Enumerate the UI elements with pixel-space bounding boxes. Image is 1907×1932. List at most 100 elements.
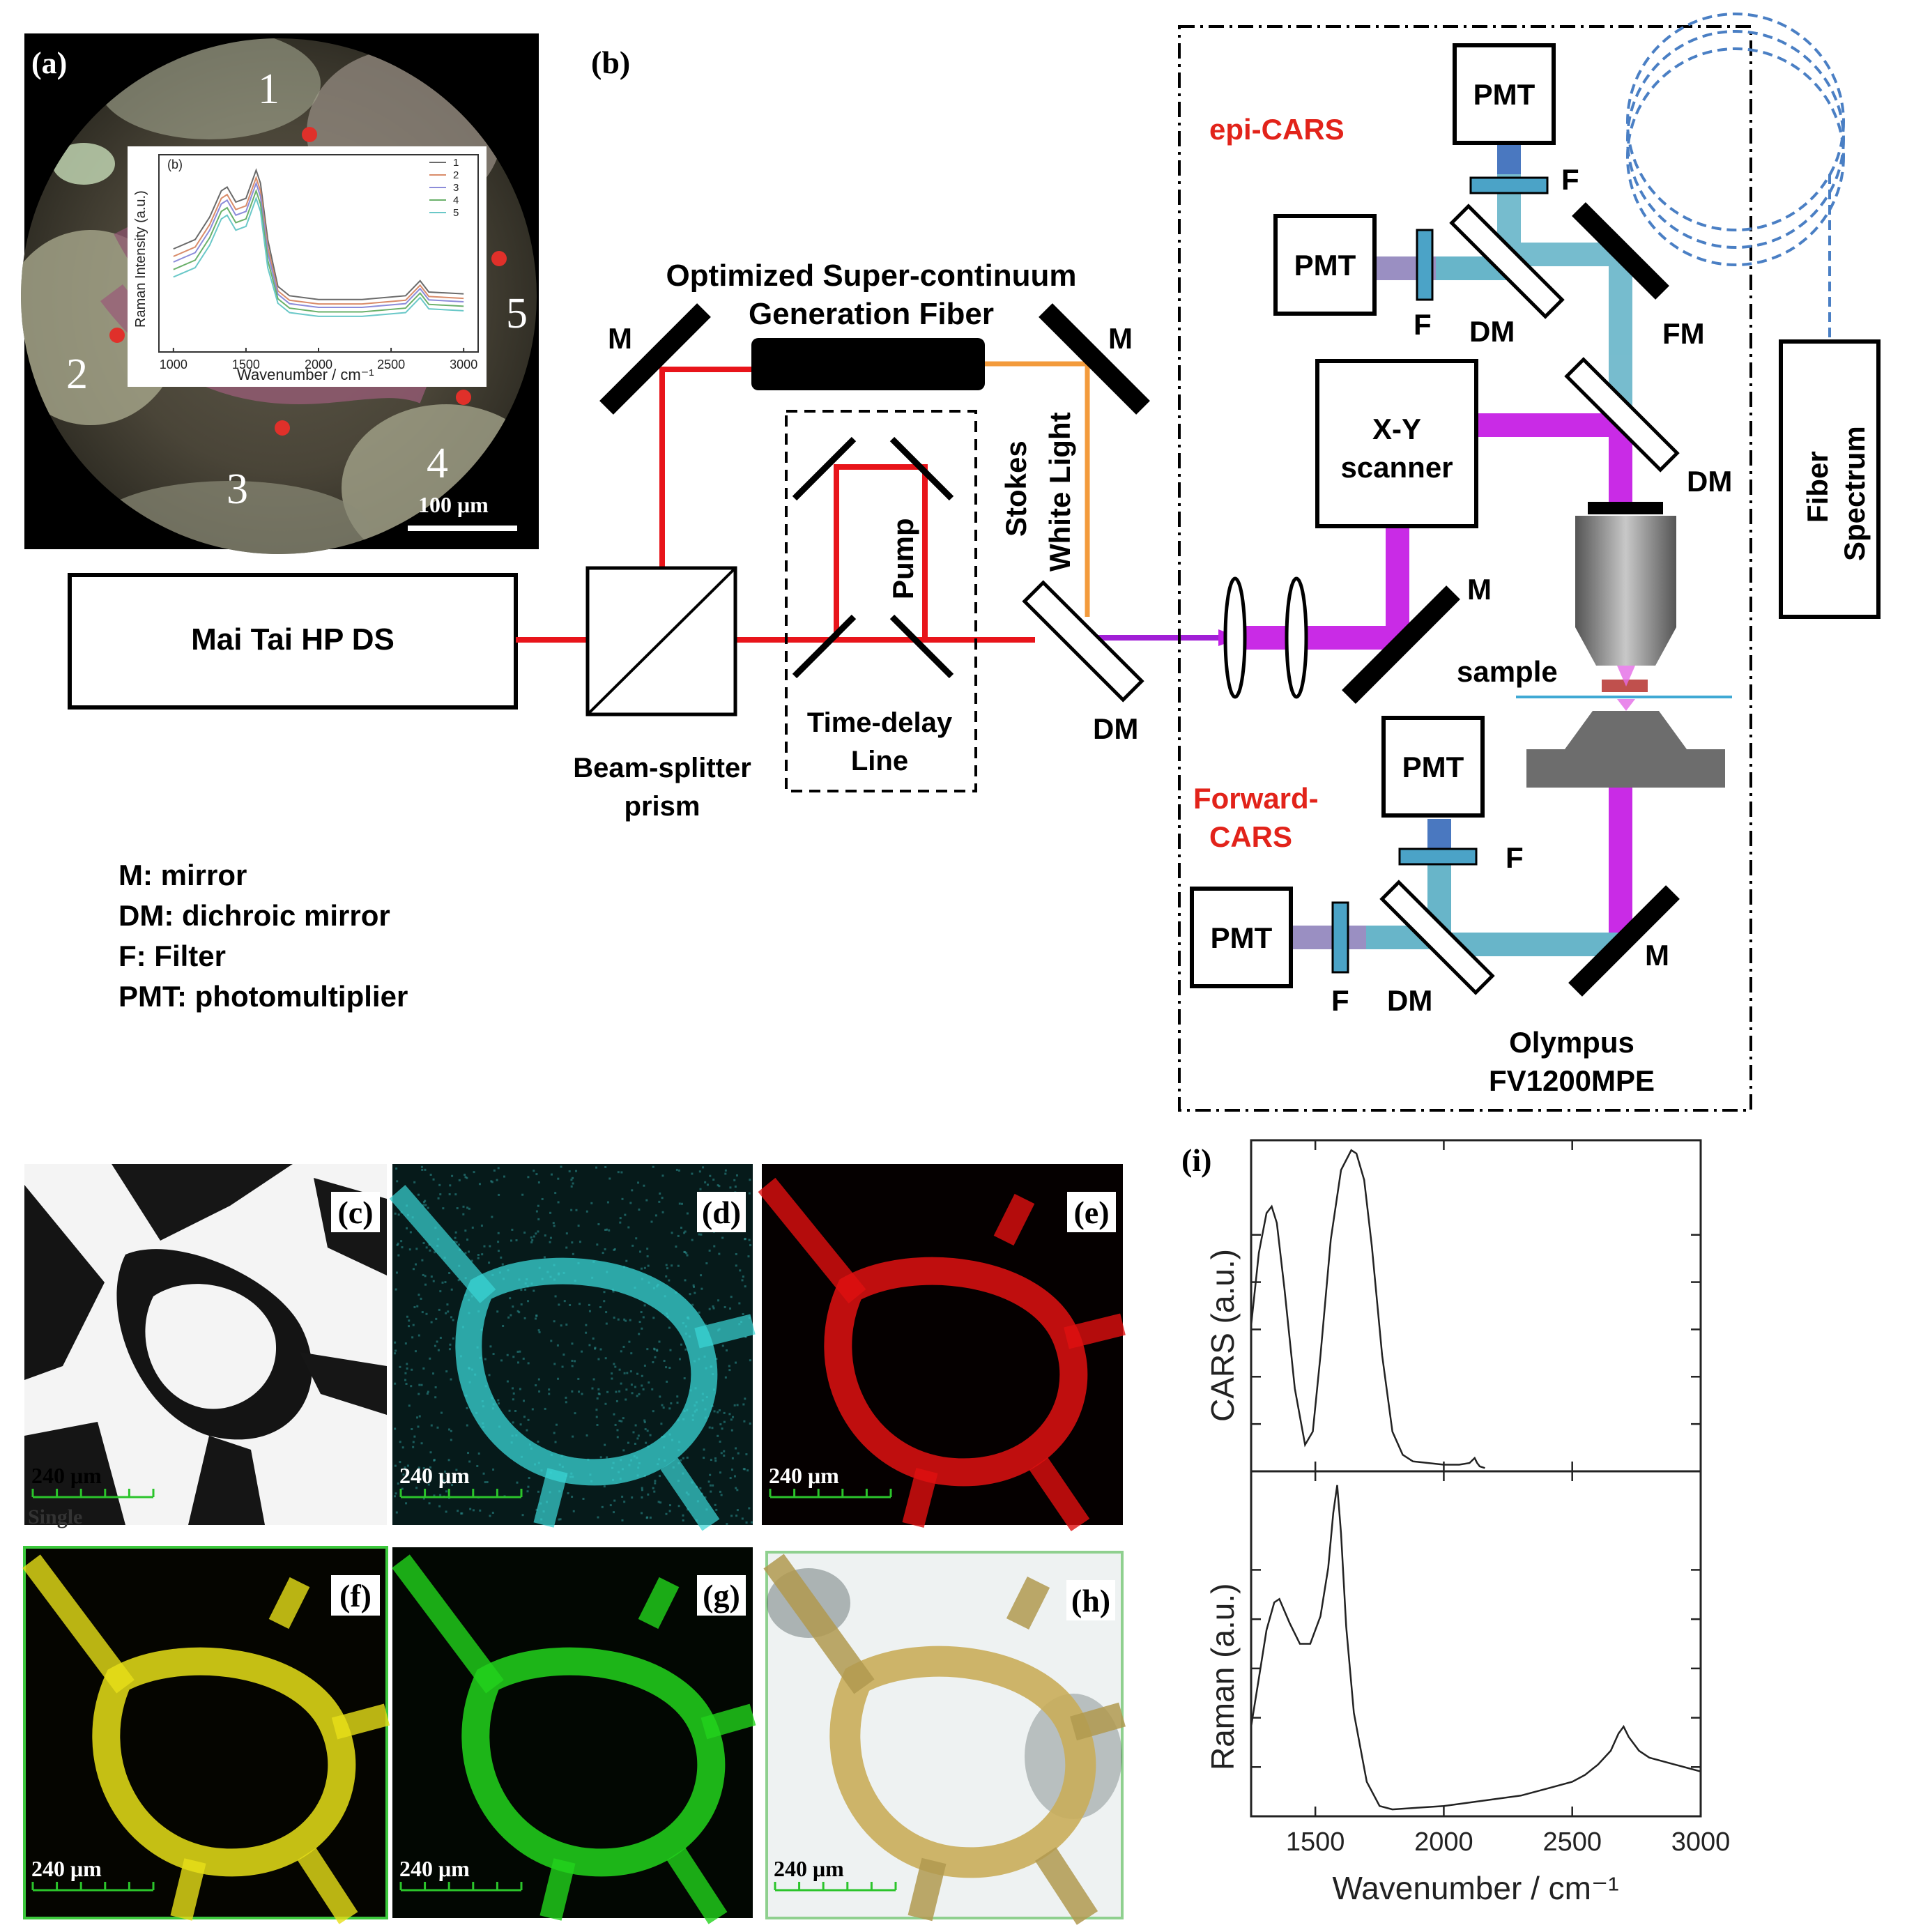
- image-scale-label: 240 μm: [399, 1463, 470, 1488]
- filter-label: F: [1561, 163, 1579, 196]
- pmt-box: [1190, 887, 1293, 988]
- image-label-box: [697, 1575, 746, 1616]
- inset-series-5: [173, 196, 464, 317]
- pmt-label: PMT: [1473, 78, 1535, 111]
- inset-chart: (b) Raman Intensity (a.u.) Wavenumber / …: [128, 146, 487, 387]
- pmt-label: PMT: [1294, 249, 1356, 282]
- inset-label: (b): [167, 158, 183, 171]
- image-e-red: [758, 1164, 1126, 1532]
- forward-cars-label-line1: Forward-: [1193, 782, 1319, 815]
- fiber-spectrum-line1: Fiber: [1801, 451, 1834, 523]
- image-label-box: [331, 1575, 380, 1616]
- mirror-m: [1342, 585, 1460, 704]
- pmt-label: PMT: [1211, 921, 1273, 954]
- legend-line-m: M: mirror: [118, 859, 247, 891]
- epi-cars-label: epi-CARS: [1209, 113, 1345, 146]
- xy-scanner: [1315, 359, 1478, 528]
- dm-label: DM: [1387, 984, 1432, 1017]
- pmt-label: PMT: [1402, 751, 1464, 783]
- cars-axes: [1250, 1139, 1702, 1473]
- inset-legend-label: 4: [453, 194, 459, 206]
- inset-legend-label: 2: [453, 169, 459, 181]
- image-scale-label: 240 μm: [399, 1856, 470, 1881]
- inset-series-3: [173, 181, 464, 309]
- fiber-title-line2: Generation Fiber: [749, 297, 994, 331]
- delay-label-line2: Line: [851, 746, 908, 776]
- inset-series-1: [173, 168, 464, 300]
- inset-xtick-label: 2500: [377, 358, 405, 371]
- olympus-label-line2: FV1200MPE: [1489, 1064, 1655, 1097]
- olympus-enclosure: [1178, 25, 1752, 1112]
- dichroic-mirror: [1379, 880, 1495, 995]
- optical-fiber-coil: [1626, 13, 1845, 342]
- inset-ylabel: Raman Intensity (a.u.): [133, 190, 148, 328]
- legend-line-dm: DM: dichroic mirror: [118, 899, 390, 932]
- inset-legend-label: 5: [453, 207, 459, 219]
- flip-mirror: [1572, 202, 1669, 300]
- dm-label: DM: [1093, 712, 1138, 745]
- panel-i-label: (i): [1181, 1142, 1211, 1178]
- point-marker: [275, 420, 290, 436]
- x-tick-label: 2500: [1542, 1827, 1602, 1857]
- dm-label: DM: [1687, 465, 1732, 498]
- fiber-spectrum-line2: Spectrum: [1838, 426, 1871, 561]
- image-label-box: [1067, 1192, 1116, 1232]
- image-d-cyan: [389, 1164, 756, 1531]
- point-marker: [109, 328, 125, 343]
- stokes-label-line2: White Light: [1043, 412, 1076, 572]
- filter: [1416, 229, 1434, 301]
- image-h-merged: [763, 1551, 1126, 1925]
- filter-label: F: [1506, 841, 1524, 874]
- raman-axes: [1250, 1470, 1702, 1818]
- pmt-box: [1273, 214, 1377, 316]
- sample: [1602, 680, 1648, 692]
- point-label-2: 2: [66, 351, 88, 398]
- inset-xtick-label: 1500: [232, 358, 260, 371]
- panel-b-schematic: (b) Mai Tai HP DS M M Optimized Super-co…: [68, 13, 1881, 1112]
- stokes-label-line1: Stokes: [1000, 440, 1032, 537]
- mirror-label: M: [1108, 322, 1133, 355]
- image-label-box: [697, 1192, 746, 1232]
- splitter-label-line1: Beam-splitter: [573, 753, 751, 783]
- image-scale-label: 240 μm: [769, 1463, 839, 1488]
- image-label: (h): [1071, 1583, 1110, 1618]
- mirror-label: M: [1467, 573, 1492, 606]
- image-label: (g): [703, 1578, 740, 1613]
- point-label-4: 4: [427, 440, 448, 487]
- condenser: [1526, 711, 1725, 788]
- x-tick-label: 2000: [1414, 1827, 1473, 1857]
- mirror-m: [1568, 885, 1680, 997]
- image-label: (d): [702, 1195, 741, 1230]
- point-marker: [456, 390, 471, 405]
- inset-xlabel: Wavenumber / cm⁻¹: [237, 366, 374, 383]
- filter-label: F: [1414, 308, 1432, 341]
- raman-ylabel: Raman (a.u.): [1204, 1584, 1241, 1770]
- image-label-box: [1066, 1580, 1115, 1620]
- point-label-3: 3: [227, 466, 248, 513]
- objective-cap: [1588, 502, 1663, 514]
- point-label-1: 1: [258, 66, 279, 113]
- image-label: (c): [337, 1195, 373, 1230]
- panel-a-label: (a): [31, 46, 67, 80]
- cars-series-line: [1250, 1149, 1485, 1469]
- inset-series-4: [173, 188, 464, 313]
- point-marker: [491, 251, 507, 266]
- fiber-spectrum-box: [1779, 339, 1881, 619]
- laser-label: Mai Tai HP DS: [191, 622, 395, 657]
- mirror-m-right: [1039, 303, 1150, 415]
- point-marker: [302, 127, 317, 142]
- mirror-m-left: [599, 303, 711, 415]
- image-f-yellow: [22, 1546, 390, 1924]
- scanner-label-line2: scanner: [1340, 451, 1453, 484]
- image-label-box: [331, 1192, 380, 1232]
- image-scale-label: 240 μm: [31, 1856, 102, 1881]
- point-label-5: 5: [506, 290, 528, 337]
- splitter-label-line2: prism: [625, 791, 700, 822]
- image-g-green: [392, 1547, 756, 1924]
- legend-line-pmt: PMT: photomultiplier: [118, 980, 408, 1013]
- chart-xlabel: Wavenumber / cm⁻¹: [1332, 1870, 1618, 1906]
- dichroic-mirror: [1449, 204, 1565, 319]
- raman-series-line: [1250, 1485, 1701, 1811]
- mirror-label: M: [1645, 939, 1669, 972]
- legend-line-f: F: Filter: [118, 940, 226, 972]
